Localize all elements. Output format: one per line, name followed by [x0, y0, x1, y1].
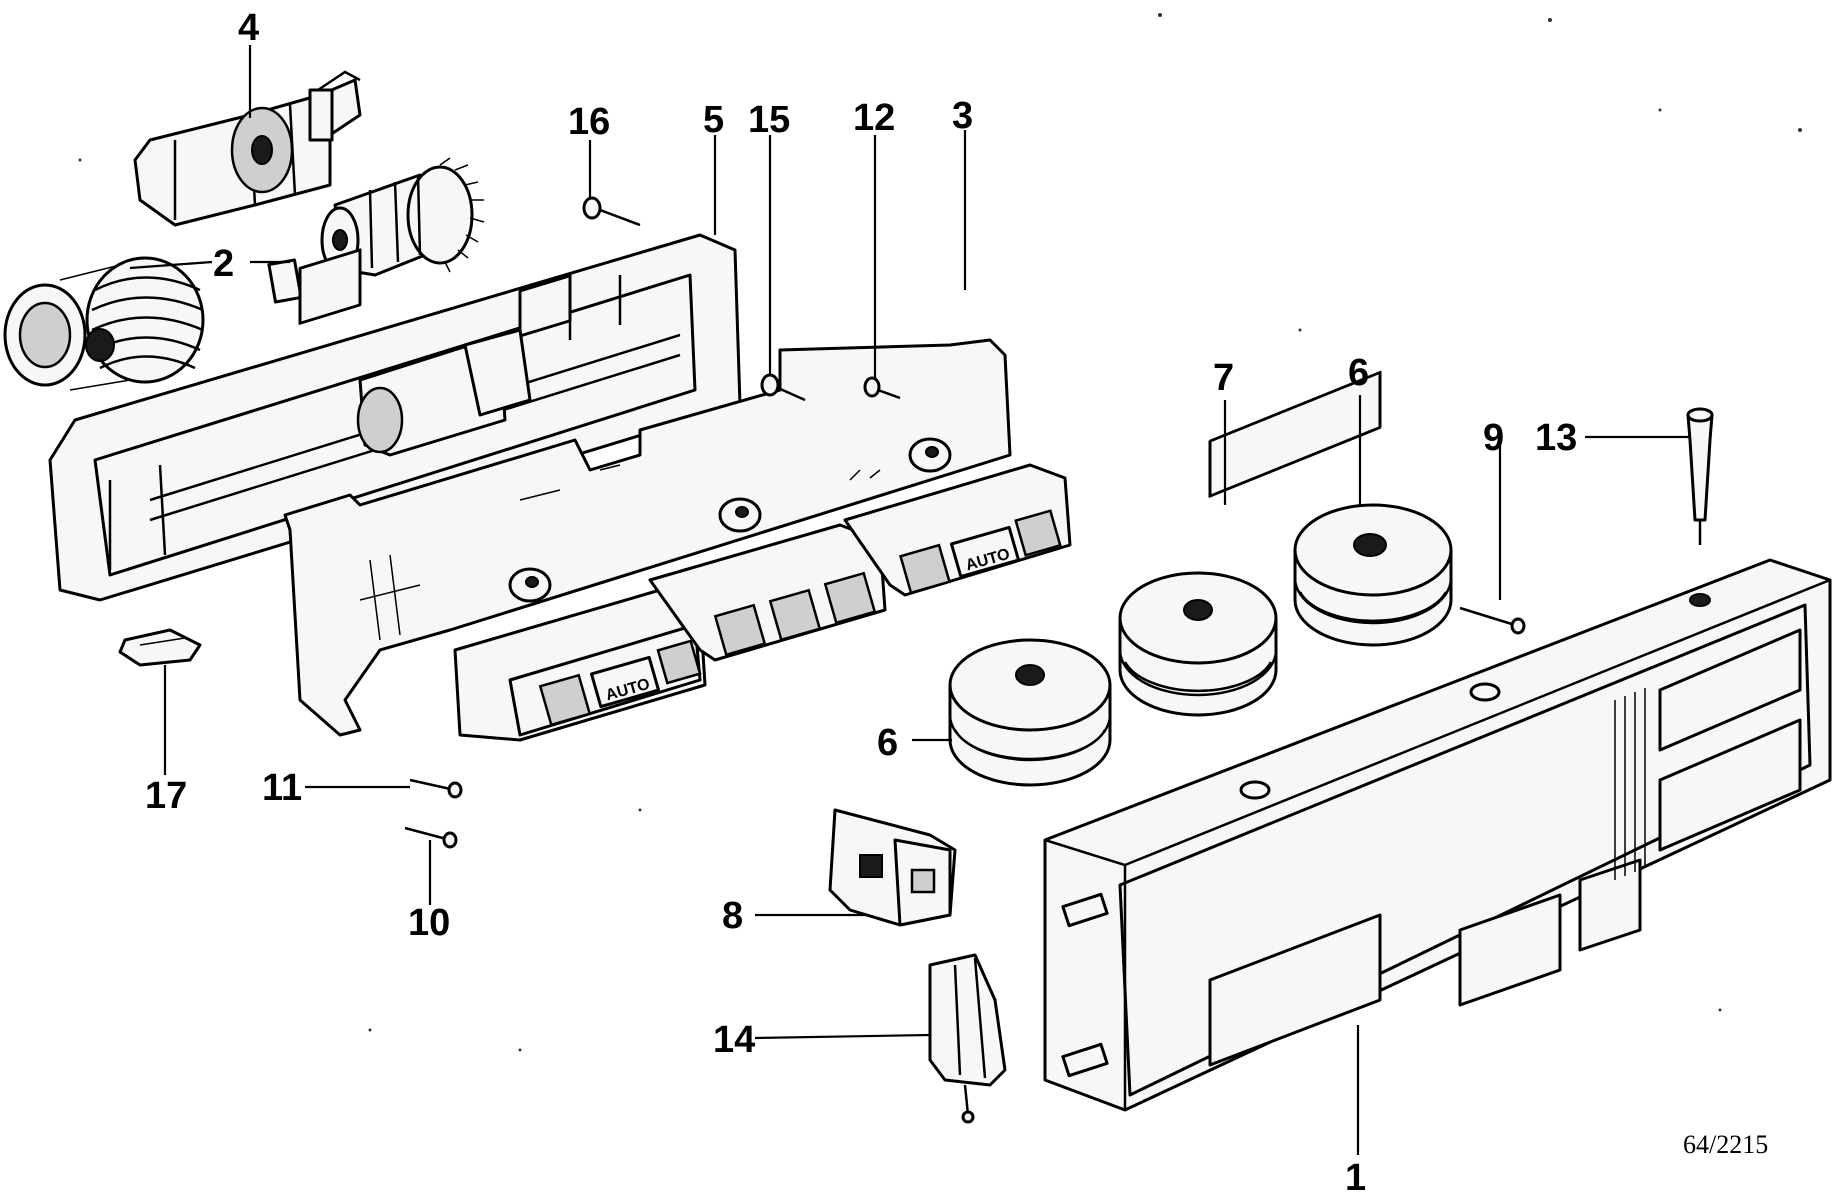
part-10-pin — [404, 826, 458, 849]
callout-12: 12 — [853, 97, 895, 139]
button-module-right: AUTO — [843, 463, 1072, 597]
part-14-clip — [928, 953, 1007, 1124]
callout-8: 8 — [722, 895, 743, 937]
button-module-middle — [648, 523, 887, 662]
part-17-clip — [118, 628, 202, 667]
board-studs — [508, 437, 952, 603]
button-module-left: AUTO — [453, 588, 707, 742]
callout-10: 10 — [408, 902, 450, 944]
callout-17: 17 — [145, 775, 187, 817]
part-11-pin — [409, 778, 463, 799]
callout-14: 14 — [713, 1019, 755, 1061]
part-12-pin — [863, 376, 901, 400]
callout-2: 2 — [213, 243, 234, 285]
callout-6-upper: 6 — [1348, 352, 1369, 394]
callout-13: 13 — [1535, 417, 1577, 459]
part-16-screw — [582, 196, 641, 227]
callout-9: 9 — [1483, 417, 1504, 459]
callout-5: 5 — [703, 99, 724, 141]
callout-11: 11 — [262, 767, 302, 809]
part-5-rear-housing — [48, 233, 742, 602]
part-6-knob-upper — [1293, 503, 1453, 647]
callout-15: 15 — [748, 99, 790, 141]
callout-16: 16 — [568, 101, 610, 143]
part-6-knob-lower — [948, 638, 1112, 787]
part-13-bulb-holder — [1686, 407, 1714, 545]
leader-lines — [129, 45, 1690, 1155]
scan-specks — [78, 13, 1802, 1052]
callout-labels: 4 2 16 5 15 12 3 7 6 9 13 6 17 11 10 8 1… — [145, 7, 1768, 1199]
part-1-front-panel — [1043, 370, 1832, 1112]
drawing-reference-number: 64/2215 — [1683, 1130, 1768, 1159]
part-2-spring-assembly — [3, 256, 205, 391]
part-4-actuator-motor — [133, 70, 362, 227]
callout-6-lower: 6 — [877, 722, 898, 764]
part-3-control-board: AUTO AUTO — [283, 338, 1072, 742]
part-8-switch — [828, 808, 957, 927]
callout-4: 4 — [238, 7, 259, 49]
part-9-pin — [1459, 606, 1526, 635]
part-7-knob — [1118, 571, 1278, 717]
callout-7: 7 — [1213, 357, 1234, 399]
callout-1: 1 — [1345, 1157, 1366, 1199]
callout-3: 3 — [952, 95, 973, 137]
